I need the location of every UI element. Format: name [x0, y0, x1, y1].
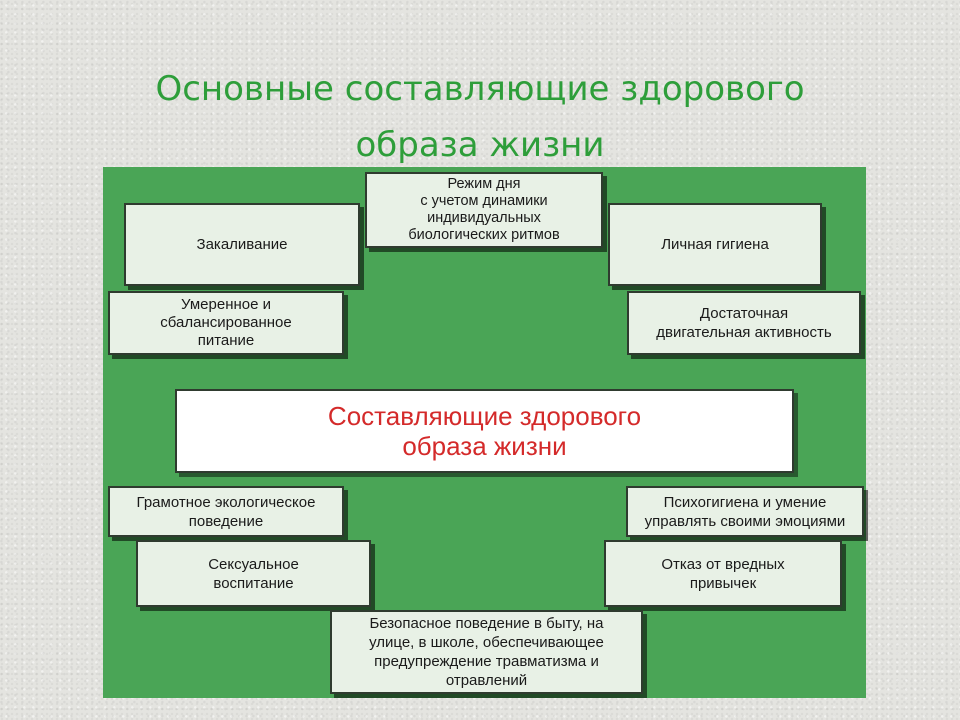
hygiene-box: Личная гигиена: [608, 203, 822, 286]
sex-education-box: Сексуальное воспитание: [136, 540, 371, 607]
hardening-box: Закаливание: [124, 203, 360, 286]
nutrition-box: Умеренное и сбалансированное питание: [108, 291, 344, 355]
bad-habits-box: Отказ от вредных привычек: [604, 540, 842, 607]
title-line-2: образа жизни: [355, 124, 605, 165]
safety-box: Безопасное поведение в быту, на улице, в…: [330, 610, 643, 694]
slide-title: Основные составляющие здорового образа ж…: [0, 61, 960, 173]
regime-box: Режим дня с учетом динамики индивидуальн…: [365, 172, 603, 248]
ecology-box: Грамотное экологическое поведение: [108, 486, 344, 537]
activity-box: Достаточная двигательная активность: [627, 291, 861, 355]
title-line-1: Основные составляющие здорового: [155, 68, 805, 109]
psychohygiene-box: Психогигиена и умение управлять своими э…: [626, 486, 864, 537]
center-box: Составляющие здорового образа жизни: [175, 389, 794, 473]
